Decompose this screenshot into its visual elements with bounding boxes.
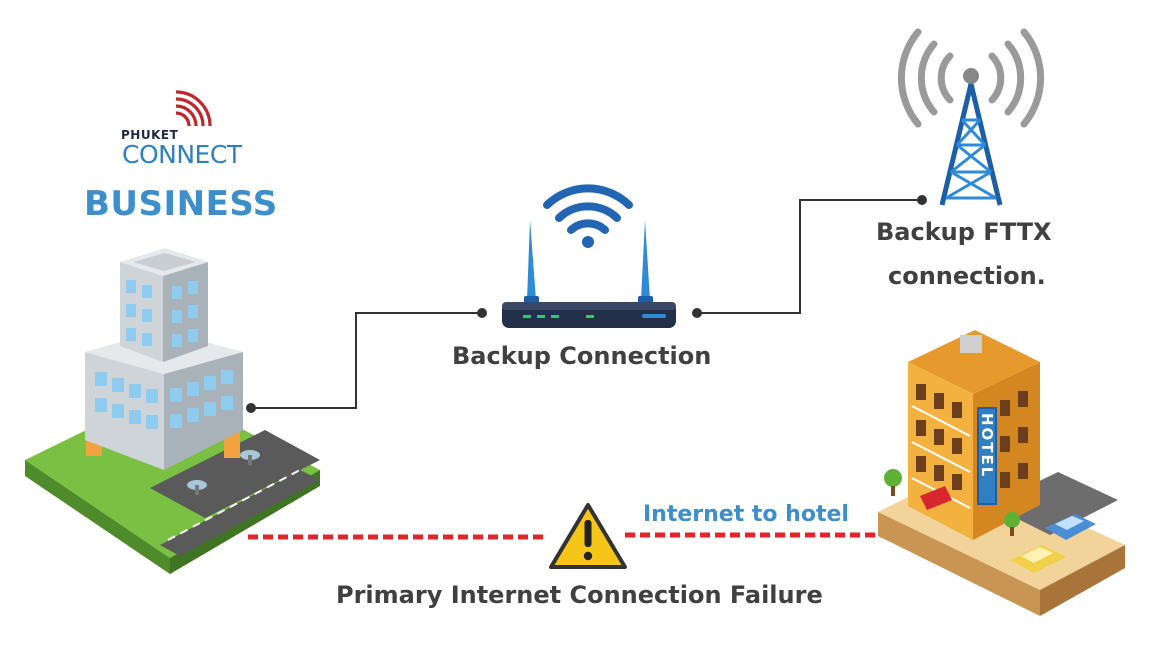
backup-connection-label: Backup Connection [452,342,712,370]
logo-wordmark-top: PHUKET [121,128,179,142]
fttx-label-line1: Backup FTTX [876,218,1052,246]
connector-dot [246,403,256,413]
hotel-sign-text: HOTEL [978,413,996,478]
hotel-icon [878,330,1125,616]
office-building-icon [25,248,320,574]
fttx-label-line2: connection. [888,262,1046,290]
cell-tower-icon [897,28,1045,206]
car-icon [1010,545,1066,573]
connector-dot [692,308,702,318]
logo-wordmark-main: CONNECT [122,140,242,169]
backup-link-office-router [251,312,482,409]
car-icon [1045,514,1096,540]
warning-icon [549,503,627,569]
connector-dot [477,308,487,318]
connector-dot [917,195,927,205]
internet-to-hotel-label: Internet to hotel [643,502,849,527]
business-label: BUSINESS [84,184,278,224]
primary-failure-label: Primary Internet Connection Failure [336,581,823,609]
wifi-signal-icon [543,184,633,234]
signal-waves-icon [175,90,212,127]
wifi-router-icon [502,184,676,328]
backup-link-router-tower [697,199,922,314]
